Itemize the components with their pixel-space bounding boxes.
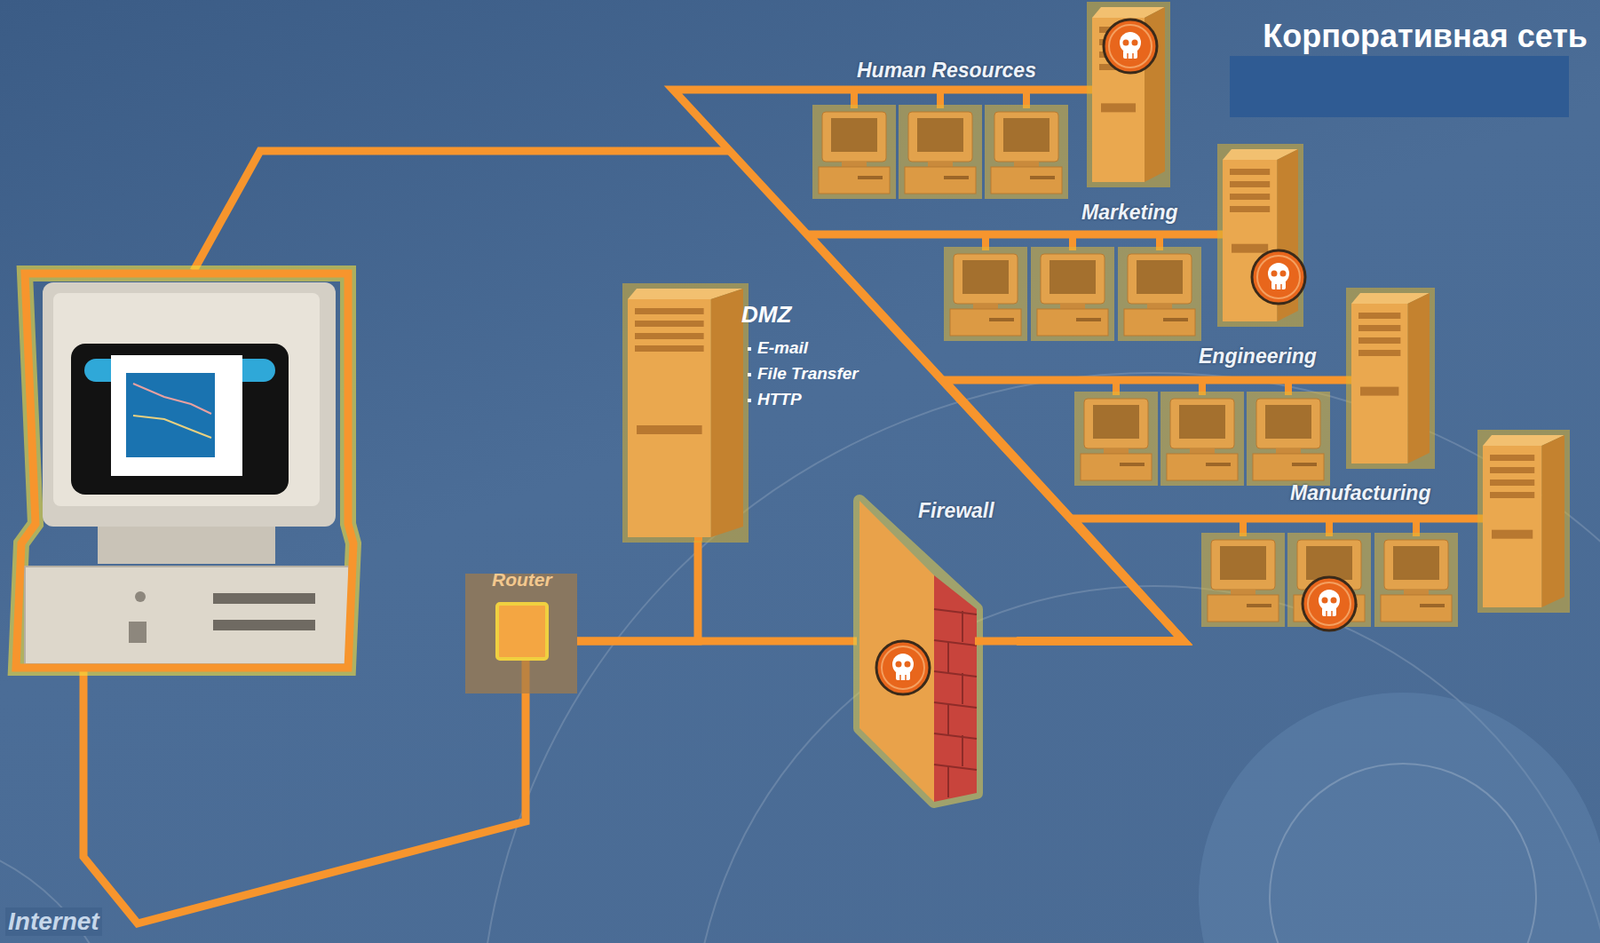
node-shape [932,143,1304,351]
node-label: File Transfer [757,364,859,385]
firewall-face [859,500,935,802]
threat-marker [1302,577,1356,631]
department-segment: Manufacturing [1194,431,1570,636]
workstation-icon [1030,234,1115,341]
network-bus [1065,376,1355,385]
node-shape [1194,431,1570,636]
workstation-icon [1160,380,1244,486]
router-box [497,603,547,659]
radar-disc [1198,692,1600,943]
workstation-icon [1201,518,1285,627]
network-label: Internet [5,907,103,936]
network-bus [799,86,1096,95]
department-segment: Marketing [932,143,1304,351]
node-shape [856,495,1017,808]
dmz-node: DMZ E-mailFile TransferHTTP [622,283,889,541]
firewall-glow [859,500,977,802]
list-bullet [747,372,752,377]
department-segment: Engineering [1065,288,1437,493]
node-label: Human Resources [856,58,1037,84]
server-tower [1086,1,1171,188]
server-tower [1477,429,1570,613]
firewall-bricks [934,575,977,802]
workstation-icon [898,89,983,199]
department-segment: Human Resources [799,3,1174,209]
workstation-icon [1117,234,1202,341]
router-node: Router [465,568,578,694]
node-shape [799,3,1174,209]
node-shape [1065,288,1437,493]
wire-stub [974,637,1017,646]
threat-marker [1103,19,1157,73]
network-link [577,637,857,646]
server-tower [1346,287,1435,469]
node-label: Manufacturing [1290,481,1431,507]
radar-ring [1269,763,1537,943]
network-link [577,540,698,642]
workstation-icon [984,89,1069,199]
workstation [15,273,354,668]
workstation-icon [1287,518,1371,627]
network-bus [1194,514,1487,523]
wire-stub [694,537,703,541]
workstation-icon [1246,380,1331,486]
list-bullet [747,347,752,351]
firewall-node: Firewall [856,495,1017,808]
node-label: Marketing [1081,200,1179,226]
node-label: E-mail [757,338,808,359]
network-link [1016,518,1195,642]
server-tower [1217,143,1304,327]
server-tower [622,283,749,543]
node-label: DMZ [741,300,792,329]
router-glow [465,573,578,694]
workstation-icon [812,89,896,199]
network-bus [932,230,1227,239]
threat-marker [876,641,930,695]
node-label: Engineering [1198,344,1317,370]
diagram-title: Корпоративная сеть [1262,17,1588,56]
workstation-icon [1374,518,1458,627]
workstation-icon [1074,380,1158,486]
node-label: Router [491,568,553,591]
brick-lines [934,609,977,798]
node-label: Firewall [918,499,995,524]
threat-marker [1251,250,1306,304]
node-label: HTTP [757,389,802,411]
workstation-icon [943,234,1028,341]
title-backing [1229,55,1569,118]
list-bullet [747,398,752,403]
